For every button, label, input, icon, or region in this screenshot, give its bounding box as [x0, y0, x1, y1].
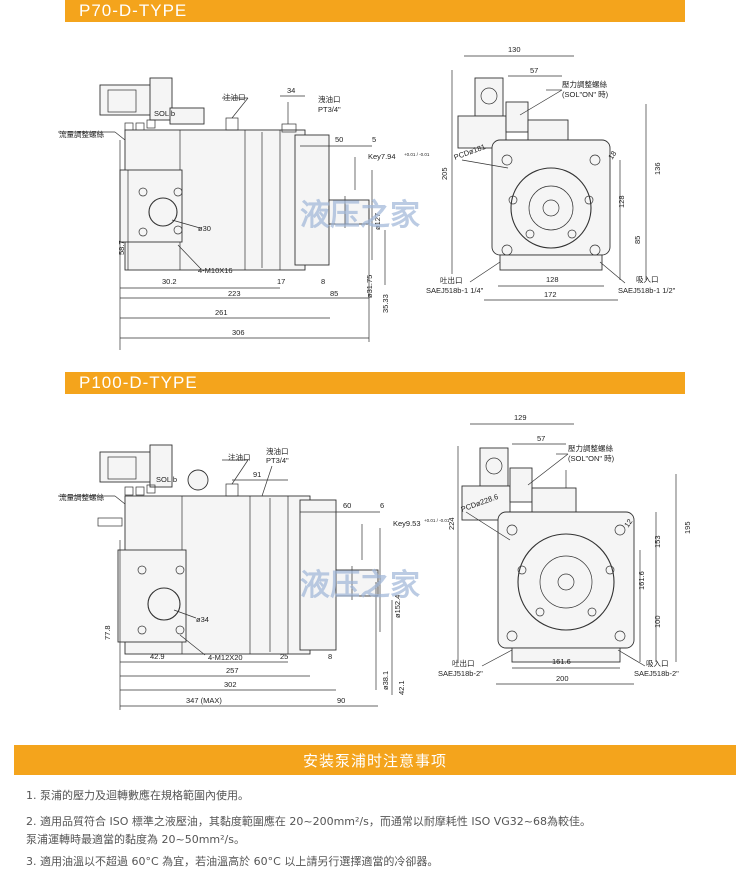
section-title-bar: P100-D-TYPE	[65, 372, 685, 394]
note-item: 1. 泵浦的壓力及迴轉數應在規格範圍內使用。	[26, 789, 249, 802]
drain-size-label: PT3/4"	[266, 456, 289, 465]
dim-58-7: 58.7	[117, 240, 126, 255]
p70-drawing: 注油口 洩油口 PT3/4" SOL b 流量調整螺絲 4-M10X16 ø30…	[0, 30, 750, 360]
shaft-small-label: ø38.1	[381, 671, 390, 690]
front-dim-161-6h: 161.6	[552, 657, 571, 666]
shaft-small-label: ø31.75	[365, 275, 374, 298]
front-dim-195: 195	[683, 521, 692, 534]
p100-side-view	[58, 444, 393, 710]
outlet-spec-label: SAEJ518b-1 1/4"	[426, 286, 484, 295]
dim-34: 34	[287, 86, 295, 95]
outlet-label: 吐出口	[440, 275, 463, 285]
sol-on-label: (SOL"ON" 時)	[562, 90, 609, 99]
front-dim-136: 136	[653, 162, 662, 175]
key-tol-label: +0.01 / -0.01	[404, 152, 430, 157]
front-dim-85: 85	[633, 236, 642, 244]
dim-42-9: 42.9	[150, 652, 165, 661]
dim-347-max: 347 (MAX)	[186, 696, 222, 705]
inlet-label: 吸入口	[646, 659, 669, 668]
inlet-spec-label: SAEJ518b-1 1/2"	[618, 286, 676, 295]
p100-drawing: 注油口 洩油口 PT3/4" SOL b 流量調整螺絲 4-M12X20 ø34…	[0, 400, 750, 730]
watermark: 液压之家	[300, 198, 420, 233]
bore-label: ø30	[198, 224, 211, 233]
front-dim-18: 18	[606, 149, 618, 161]
dim-5: 5	[372, 135, 376, 144]
front-dim-130: 130	[508, 45, 521, 54]
flow-screw-label: 流量調整螺絲	[59, 129, 104, 139]
pressure-screw-label: 壓力調整螺絲	[562, 79, 607, 89]
shaft-dia-label: ø152.4	[393, 595, 402, 618]
watermark: 液压之家	[300, 568, 420, 603]
note-item: 2. 適用品質符合 ISO 標準之液壓油，其黏度範圍應在 20~200mm²/s…	[26, 815, 591, 828]
sol-label: SOL b	[156, 475, 177, 484]
dim-50: 50	[335, 135, 343, 144]
front-dim-100: 100	[653, 615, 662, 628]
dim-91: 91	[253, 470, 261, 479]
front-dim-224: 224	[447, 517, 456, 530]
key-label: Key7.94	[368, 152, 396, 161]
dim-306: 306	[232, 328, 245, 337]
outlet-label: 吐出口	[452, 658, 475, 668]
dim-8: 8	[328, 652, 332, 661]
drain-label: 洩油口	[266, 446, 289, 456]
sol-on-label: (SOL"ON" 時)	[568, 454, 615, 463]
front-dim-128h: 128	[546, 275, 559, 284]
bolt-label: 4-M12X20	[208, 653, 243, 662]
dim-30-2: 30.2	[162, 277, 177, 286]
outlet-spec-label: SAEJ518b-2"	[438, 669, 483, 678]
p70-side-view	[58, 77, 386, 350]
dim-223: 223	[228, 289, 241, 298]
dim-90: 90	[337, 696, 345, 705]
dim-17: 17	[277, 277, 285, 286]
p70-front-view	[451, 55, 647, 301]
inlet-spec-label: SAEJ518b-2"	[634, 669, 679, 678]
front-dim-153: 153	[653, 535, 662, 548]
flow-screw-label: 流量調整螺絲	[59, 492, 104, 502]
section-title: P70-D-TYPE	[79, 1, 188, 20]
front-dim-57: 57	[530, 66, 538, 75]
front-dim-161-6v: 161.6	[637, 571, 646, 590]
dim-85: 85	[330, 289, 338, 298]
p70-drawing-svg: 注油口 洩油口 PT3/4" SOL b 流量調整螺絲 4-M10X16 ø30…	[58, 45, 676, 350]
front-dim-128v: 128	[617, 195, 626, 208]
dim-6: 6	[380, 501, 384, 510]
inlet-label: 吸入口	[636, 275, 659, 284]
section-title: P100-D-TYPE	[79, 373, 198, 392]
note-item: 泵浦運轉時最適當的黏度為 20~50mm²/s。	[26, 833, 245, 846]
key-label: Key9.53	[393, 519, 421, 528]
oil-inlet-label: 注油口	[223, 92, 246, 102]
dim-8: 8	[321, 277, 325, 286]
shaft-len-label: 42.1	[397, 680, 406, 695]
bore-label: ø34	[196, 615, 209, 624]
drain-size-label: PT3/4"	[318, 105, 341, 114]
dim-302: 302	[224, 680, 237, 689]
bolt-label: 4-M10X16	[198, 266, 233, 275]
front-dim-172: 172	[544, 290, 557, 299]
drain-label: 洩油口	[318, 94, 341, 104]
front-dim-129: 129	[514, 413, 527, 422]
dim-261: 261	[215, 308, 228, 317]
front-dim-12: 12	[622, 517, 634, 529]
notes-title-bar: 安装泵浦时注意事项	[14, 745, 736, 775]
notes-title: 安装泵浦时注意事项	[302, 753, 447, 770]
note-item: 3. 適用油溫以不超過 60°C 為宜，若油溫高於 60°C 以上請另行選擇適當…	[26, 855, 439, 868]
front-dim-205: 205	[440, 167, 449, 180]
oil-inlet-label: 注油口	[228, 452, 251, 462]
key-tol-label: +0.01 / -0.01	[424, 518, 450, 523]
dim-60: 60	[343, 501, 351, 510]
dim-25: 25	[280, 652, 288, 661]
section-title-bar: P70-D-TYPE	[65, 0, 685, 22]
pressure-screw-label: 壓力調整螺絲	[568, 443, 613, 453]
front-dim-200: 200	[556, 674, 569, 683]
front-dim-57: 57	[537, 434, 545, 443]
p100-drawing-svg: 注油口 洩油口 PT3/4" SOL b 流量調整螺絲 4-M12X20 ø34…	[58, 413, 692, 710]
p100-front-view	[457, 423, 677, 685]
dim-257: 257	[226, 666, 239, 675]
dim-77-8: 77.8	[103, 625, 112, 640]
shaft-dia-label: ø127	[373, 213, 382, 230]
shaft-len-label: 35.33	[381, 294, 390, 313]
sol-label: SOL b	[154, 109, 175, 118]
